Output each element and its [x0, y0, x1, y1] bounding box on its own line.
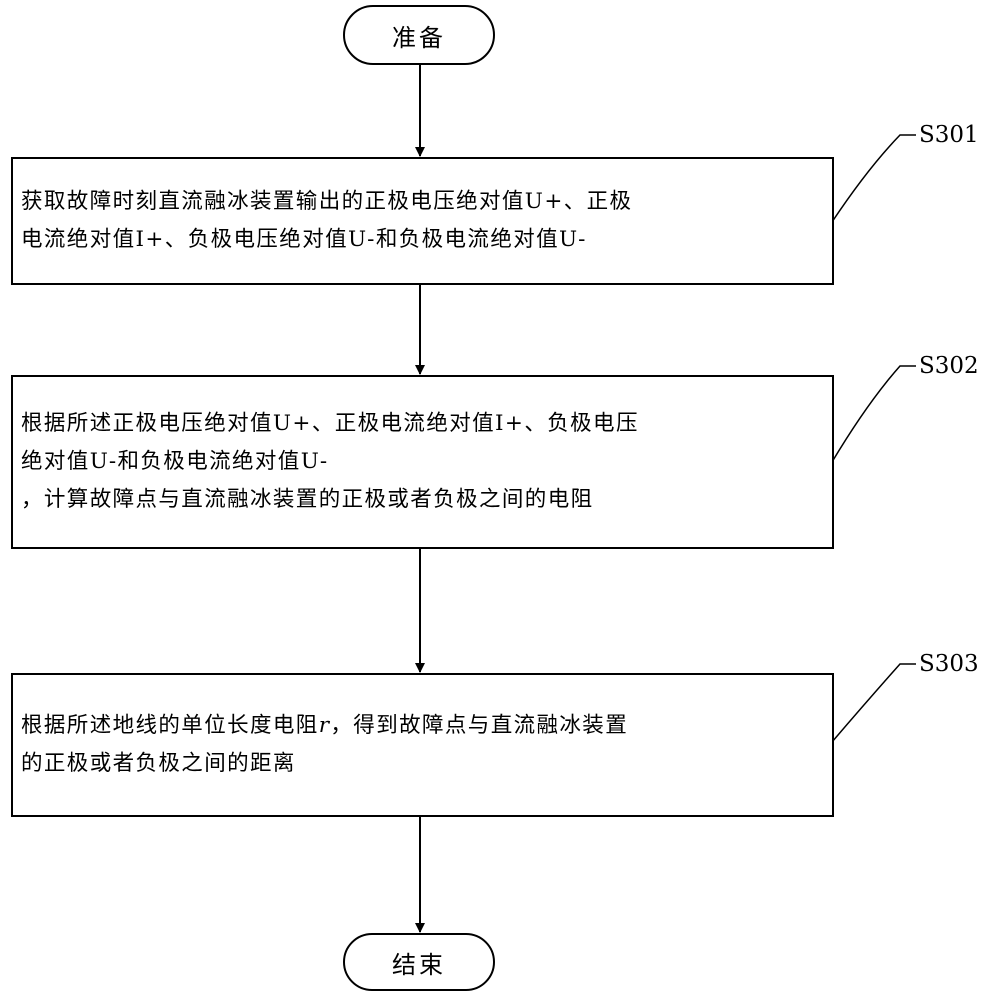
step-text-line: 的正极或者负极之间的距离	[21, 751, 296, 776]
step-label-s302: S302	[919, 353, 979, 379]
end-label: 结束	[392, 950, 446, 979]
step-text-line: 获取故障时刻直流融冰装置输出的正极电压绝对值U+、正极	[21, 189, 633, 214]
step-text-line: 电流绝对值I+、负极电压绝对值U-和负极电流绝对值U-	[21, 227, 587, 252]
step-text-line: 绝对值U-和负极电流绝对值U-	[21, 449, 329, 474]
start-label: 准备	[392, 23, 446, 52]
step-box-s303: 根据所述地线的单位长度电阻r，得到故障点与直流融冰装置 的正极或者负极之间的距离	[11, 673, 834, 817]
step-label-s303: S303	[919, 651, 979, 677]
step-label-s301: S301	[919, 122, 979, 148]
step-text-line: 根据所述地线的单位长度电阻r，得到故障点与直流融冰装置	[21, 713, 629, 738]
step-box-s302: 根据所述正极电压绝对值U+、正极电流绝对值I+、负极电压 绝对值U-和负极电流绝…	[11, 375, 834, 549]
step-box-s301: 获取故障时刻直流融冰装置输出的正极电压绝对值U+、正极 电流绝对值I+、负极电压…	[11, 157, 834, 285]
start-terminal: 准备	[343, 5, 495, 65]
step-text-line: ，计算故障点与直流融冰装置的正极或者负极之间的电阻	[21, 487, 594, 512]
variable-r: r	[318, 713, 331, 738]
leader-s301	[831, 134, 916, 223]
leader-s302	[831, 365, 916, 463]
step-text-line: 根据所述正极电压绝对值U+、正极电流绝对值I+、负极电压	[21, 411, 639, 436]
leader-s303	[831, 663, 916, 743]
end-terminal: 结束	[343, 933, 495, 991]
